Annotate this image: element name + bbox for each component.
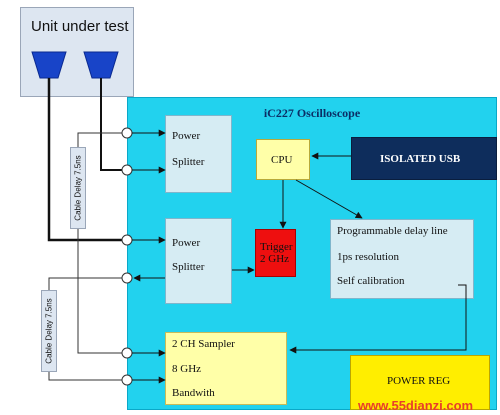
- trigger-line1: Trigger: [260, 241, 293, 253]
- delay-line1: Programmable delay line: [337, 225, 448, 237]
- splitter-2-line1: Power: [172, 237, 201, 249]
- cable-delay-1: Cable Delay 7.5ns: [70, 147, 86, 229]
- power-splitter-2: Power Splitter: [165, 218, 232, 304]
- connector-6: [121, 374, 133, 386]
- connector-5: [121, 347, 133, 359]
- cable-delay-1-label: Cable Delay 7.5ns: [73, 155, 83, 221]
- sampler-line1: 2 CH Sampler: [172, 338, 235, 350]
- splitter-2-line2: Splitter: [172, 261, 205, 273]
- delay-line3: Self calibration: [337, 275, 405, 287]
- oscilloscope-title: iC227 Oscilloscope: [263, 106, 361, 120]
- power-reg-label: POWER REG: [387, 375, 451, 387]
- isolated-usb-block: ISOLATED USB: [351, 137, 497, 180]
- splitter-1-line1: Power: [172, 130, 201, 142]
- signal-wire-right: [100, 78, 127, 171]
- connector-3: [121, 234, 133, 246]
- trigger-line2: 2 GHz: [260, 253, 290, 265]
- sampler-line3: Bandwith: [172, 387, 215, 399]
- connector-1: [121, 127, 133, 139]
- power-splitter-1: Power Splitter: [165, 115, 232, 193]
- watermark: www.55dianzi.com: [358, 398, 474, 413]
- cable-delay-2-label: Cable Delay 7.5ns: [44, 298, 54, 364]
- probe-right-icon: [83, 51, 119, 79]
- power-reg-block: POWER REG: [350, 355, 490, 410]
- signal-wire-left: [47, 78, 127, 242]
- programmable-delay-line-block: Programmable delay line 1ps resolution S…: [330, 219, 474, 299]
- connector-4: [121, 272, 133, 284]
- delay-line2: 1ps resolution: [337, 251, 400, 263]
- cpu-block: CPU: [256, 139, 310, 180]
- isolated-usb-label: ISOLATED USB: [380, 153, 461, 165]
- probe-left-icon: [31, 51, 67, 79]
- connector-2: [121, 164, 133, 176]
- two-channel-sampler-block: 2 CH Sampler 8 GHz Bandwith: [165, 332, 287, 405]
- unit-under-test-title: Unit under test: [31, 18, 129, 35]
- cable-delay-path-2: [48, 277, 127, 381]
- splitter-1-line2: Splitter: [172, 156, 205, 168]
- cpu-label: CPU: [271, 154, 293, 166]
- arrow-delay-sampler: [289, 284, 467, 354]
- trigger-block: Trigger 2 GHz: [255, 229, 296, 277]
- cable-delay-2: Cable Delay 7.5ns: [41, 290, 57, 372]
- arrow-cpu-delay: [295, 179, 363, 219]
- sampler-line2: 8 GHz: [172, 363, 202, 375]
- cable-delay-path-1: [77, 132, 127, 354]
